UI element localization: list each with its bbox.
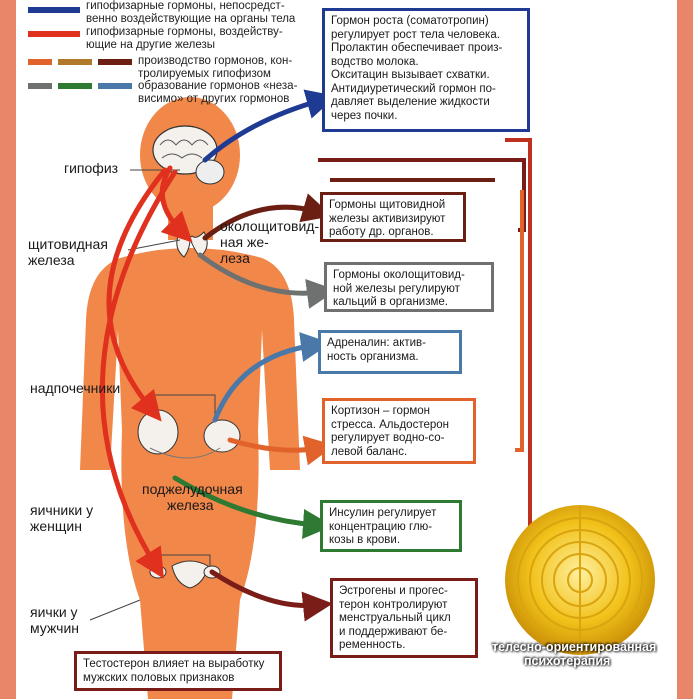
legend-swatch-orange: [28, 59, 52, 65]
box-line: ной железы регулируют: [333, 282, 460, 295]
label-line: женщин: [30, 518, 82, 534]
arrow-steel-adrenaline: [212, 332, 331, 423]
box-line: водство молока.: [331, 55, 419, 68]
body-silhouette: [80, 97, 300, 699]
label-line: ная же-: [220, 234, 269, 250]
box-growth-hormone: Гормон роста (соматотропин)регулирует ро…: [322, 8, 530, 132]
legend-line: производство гормонов, кон-: [138, 55, 293, 67]
label-line: яичники у: [30, 502, 94, 518]
legend-swatch-blue: [28, 7, 80, 13]
label-parathyroid: околощитовид- ная же- леза: [220, 218, 319, 266]
arrow-orange-cortisone: [227, 435, 335, 466]
label-pancreas: поджелудочная железа: [142, 481, 243, 513]
label-pituitary: гипофиз: [64, 160, 119, 176]
kidneys-icon: [137, 409, 241, 459]
legend-item-controlled: производство гормонов, кон- тролируемых …: [138, 55, 292, 80]
box-line: и поддерживают бе-: [339, 625, 448, 638]
label-adrenals: надпочечники: [30, 380, 121, 396]
label-line: мужчин: [30, 620, 79, 636]
arrow-red-adrenals-stim: [106, 167, 168, 422]
box-line: через почки.: [331, 109, 398, 122]
arrow-dark-thyroid: [202, 193, 333, 241]
label-testes: яички у мужчин: [30, 604, 79, 636]
legend-line: гипофизарные гормоны, воздейству-: [86, 26, 283, 38]
box-line: ность организма.: [327, 350, 419, 363]
box-line: мужских половых признаков: [83, 671, 235, 684]
box-line: Гормон роста (соматотропин): [331, 15, 489, 27]
legend-item-independent: образование гормонов «неза- висимо» от д…: [138, 80, 297, 105]
feedback-line-orange: [515, 190, 524, 452]
arrow-blue-growth: [202, 89, 337, 163]
arrow-red-gonads-stim: [99, 169, 178, 579]
label-line: железа: [28, 252, 75, 268]
box-line: железы активизируют: [329, 212, 446, 225]
arrow-gray-parathyroid: [197, 252, 337, 309]
arrow-red-thyroid-stim: [159, 165, 193, 243]
box-line: Окситацин вызывает схватки.: [331, 69, 490, 81]
box-line: Кортизон – гормон: [331, 405, 430, 417]
box-line: Тестостерон влияет на выработку: [83, 658, 265, 670]
box-line: Пролактин обеспечивает произ-: [331, 42, 503, 54]
box-line: стресса. Альдостерон: [331, 418, 449, 431]
label-line: щитовидная: [28, 236, 108, 252]
box-line: работу др. органов.: [329, 226, 434, 238]
box-line: регулирует рост тела человека.: [331, 28, 500, 41]
watermark-line: психотерапия: [524, 654, 611, 668]
box-line: козы в крови.: [329, 534, 401, 546]
arrow-maroon-estrogen: [209, 569, 333, 622]
label-ovaries: яичники у женщин: [30, 502, 93, 534]
label-line: околощитовид-: [220, 218, 320, 234]
box-line: левой баланс.: [331, 445, 408, 458]
legend-line: ющие на другие железы: [86, 38, 216, 51]
legend-item-red: гипофизарные гормоны, воздейству- ющие н…: [86, 26, 283, 51]
label-line: поджелудочная: [142, 481, 243, 497]
box-line: давляет выделение жидкости: [331, 96, 490, 108]
box-line: Эстрогены и прогес-: [339, 585, 448, 597]
box-line: терон контролируют: [339, 598, 448, 611]
arrow-green-insulin: [172, 475, 333, 539]
legend-swatch-green: [58, 83, 92, 89]
legend-item-blue: гипофизарные гормоны, непосредст- венно …: [86, 0, 295, 25]
legend-line: висимо» от других гормонов: [138, 92, 290, 105]
box-adrenaline: Адреналин: актив-ность организма.: [318, 330, 462, 374]
legend-swatch-gray: [28, 83, 52, 89]
box-line: ременность.: [339, 639, 406, 651]
box-line: Адреналин: актив-: [327, 337, 426, 349]
labyrinth-logo: [505, 505, 655, 655]
box-line: кальций в организме.: [333, 296, 448, 308]
label-line: железа: [167, 497, 214, 513]
box-line: концентрацию глю-: [329, 520, 433, 533]
legend-swatch-maroon: [98, 59, 132, 65]
box-line: менструальный цикл: [339, 612, 451, 624]
legend-swatches: [28, 7, 132, 89]
label-line: леза: [220, 250, 250, 266]
legend-swatch-red: [28, 31, 80, 37]
legend-line: венно воздействующие на органы тела: [86, 12, 296, 25]
box-line: Гормоны щитовидной: [329, 199, 446, 211]
box-line: Гормоны околощитовид-: [333, 269, 465, 281]
watermark: телесно-ориентированная психотерапия: [492, 640, 656, 668]
legend-line: образование гормонов «неза-: [138, 80, 298, 92]
label-thyroid: щитовидная железа: [28, 236, 108, 268]
leader-testes: [89, 599, 141, 621]
legend-swatch-steel: [98, 83, 132, 89]
legend-line: гипофизарные гормоны, непосредст-: [86, 0, 285, 12]
box-line: Инсулин регулирует: [329, 507, 437, 519]
legend-swatch-ochre: [58, 59, 92, 65]
box-parathyroid-hormones: Гормоны околощитовид-ной железы регулиру…: [324, 262, 494, 312]
label-line: яички у: [30, 604, 78, 620]
watermark-line: телесно-ориентированная: [492, 640, 657, 654]
legend-line: тролируемых гипофизом: [138, 67, 271, 80]
box-line: регулирует водно-со-: [331, 432, 445, 444]
box-line: Антидиуретический гормон по-: [331, 82, 496, 95]
